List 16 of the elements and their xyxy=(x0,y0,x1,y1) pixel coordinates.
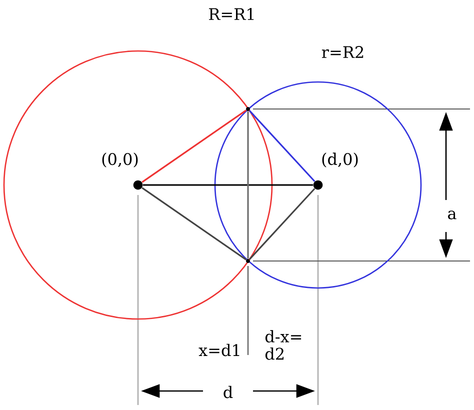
node-label: (0,0) xyxy=(102,152,138,168)
line xyxy=(248,110,316,182)
point: (0,0) xyxy=(102,152,143,190)
point: (d,0) xyxy=(313,152,358,190)
line xyxy=(247,111,249,259)
line xyxy=(142,110,247,183)
line xyxy=(142,187,247,260)
dimension-label: d-x= d2 xyxy=(265,330,302,360)
node-label: (d,0) xyxy=(322,152,358,168)
dimension-label: a xyxy=(448,210,456,220)
dimension-label: d xyxy=(224,386,233,398)
line xyxy=(248,188,316,260)
node-label: R=R1 xyxy=(209,8,254,20)
node-label: r=R2 xyxy=(322,46,364,58)
dimension-label: x=d1 xyxy=(198,344,240,356)
line xyxy=(142,184,314,186)
